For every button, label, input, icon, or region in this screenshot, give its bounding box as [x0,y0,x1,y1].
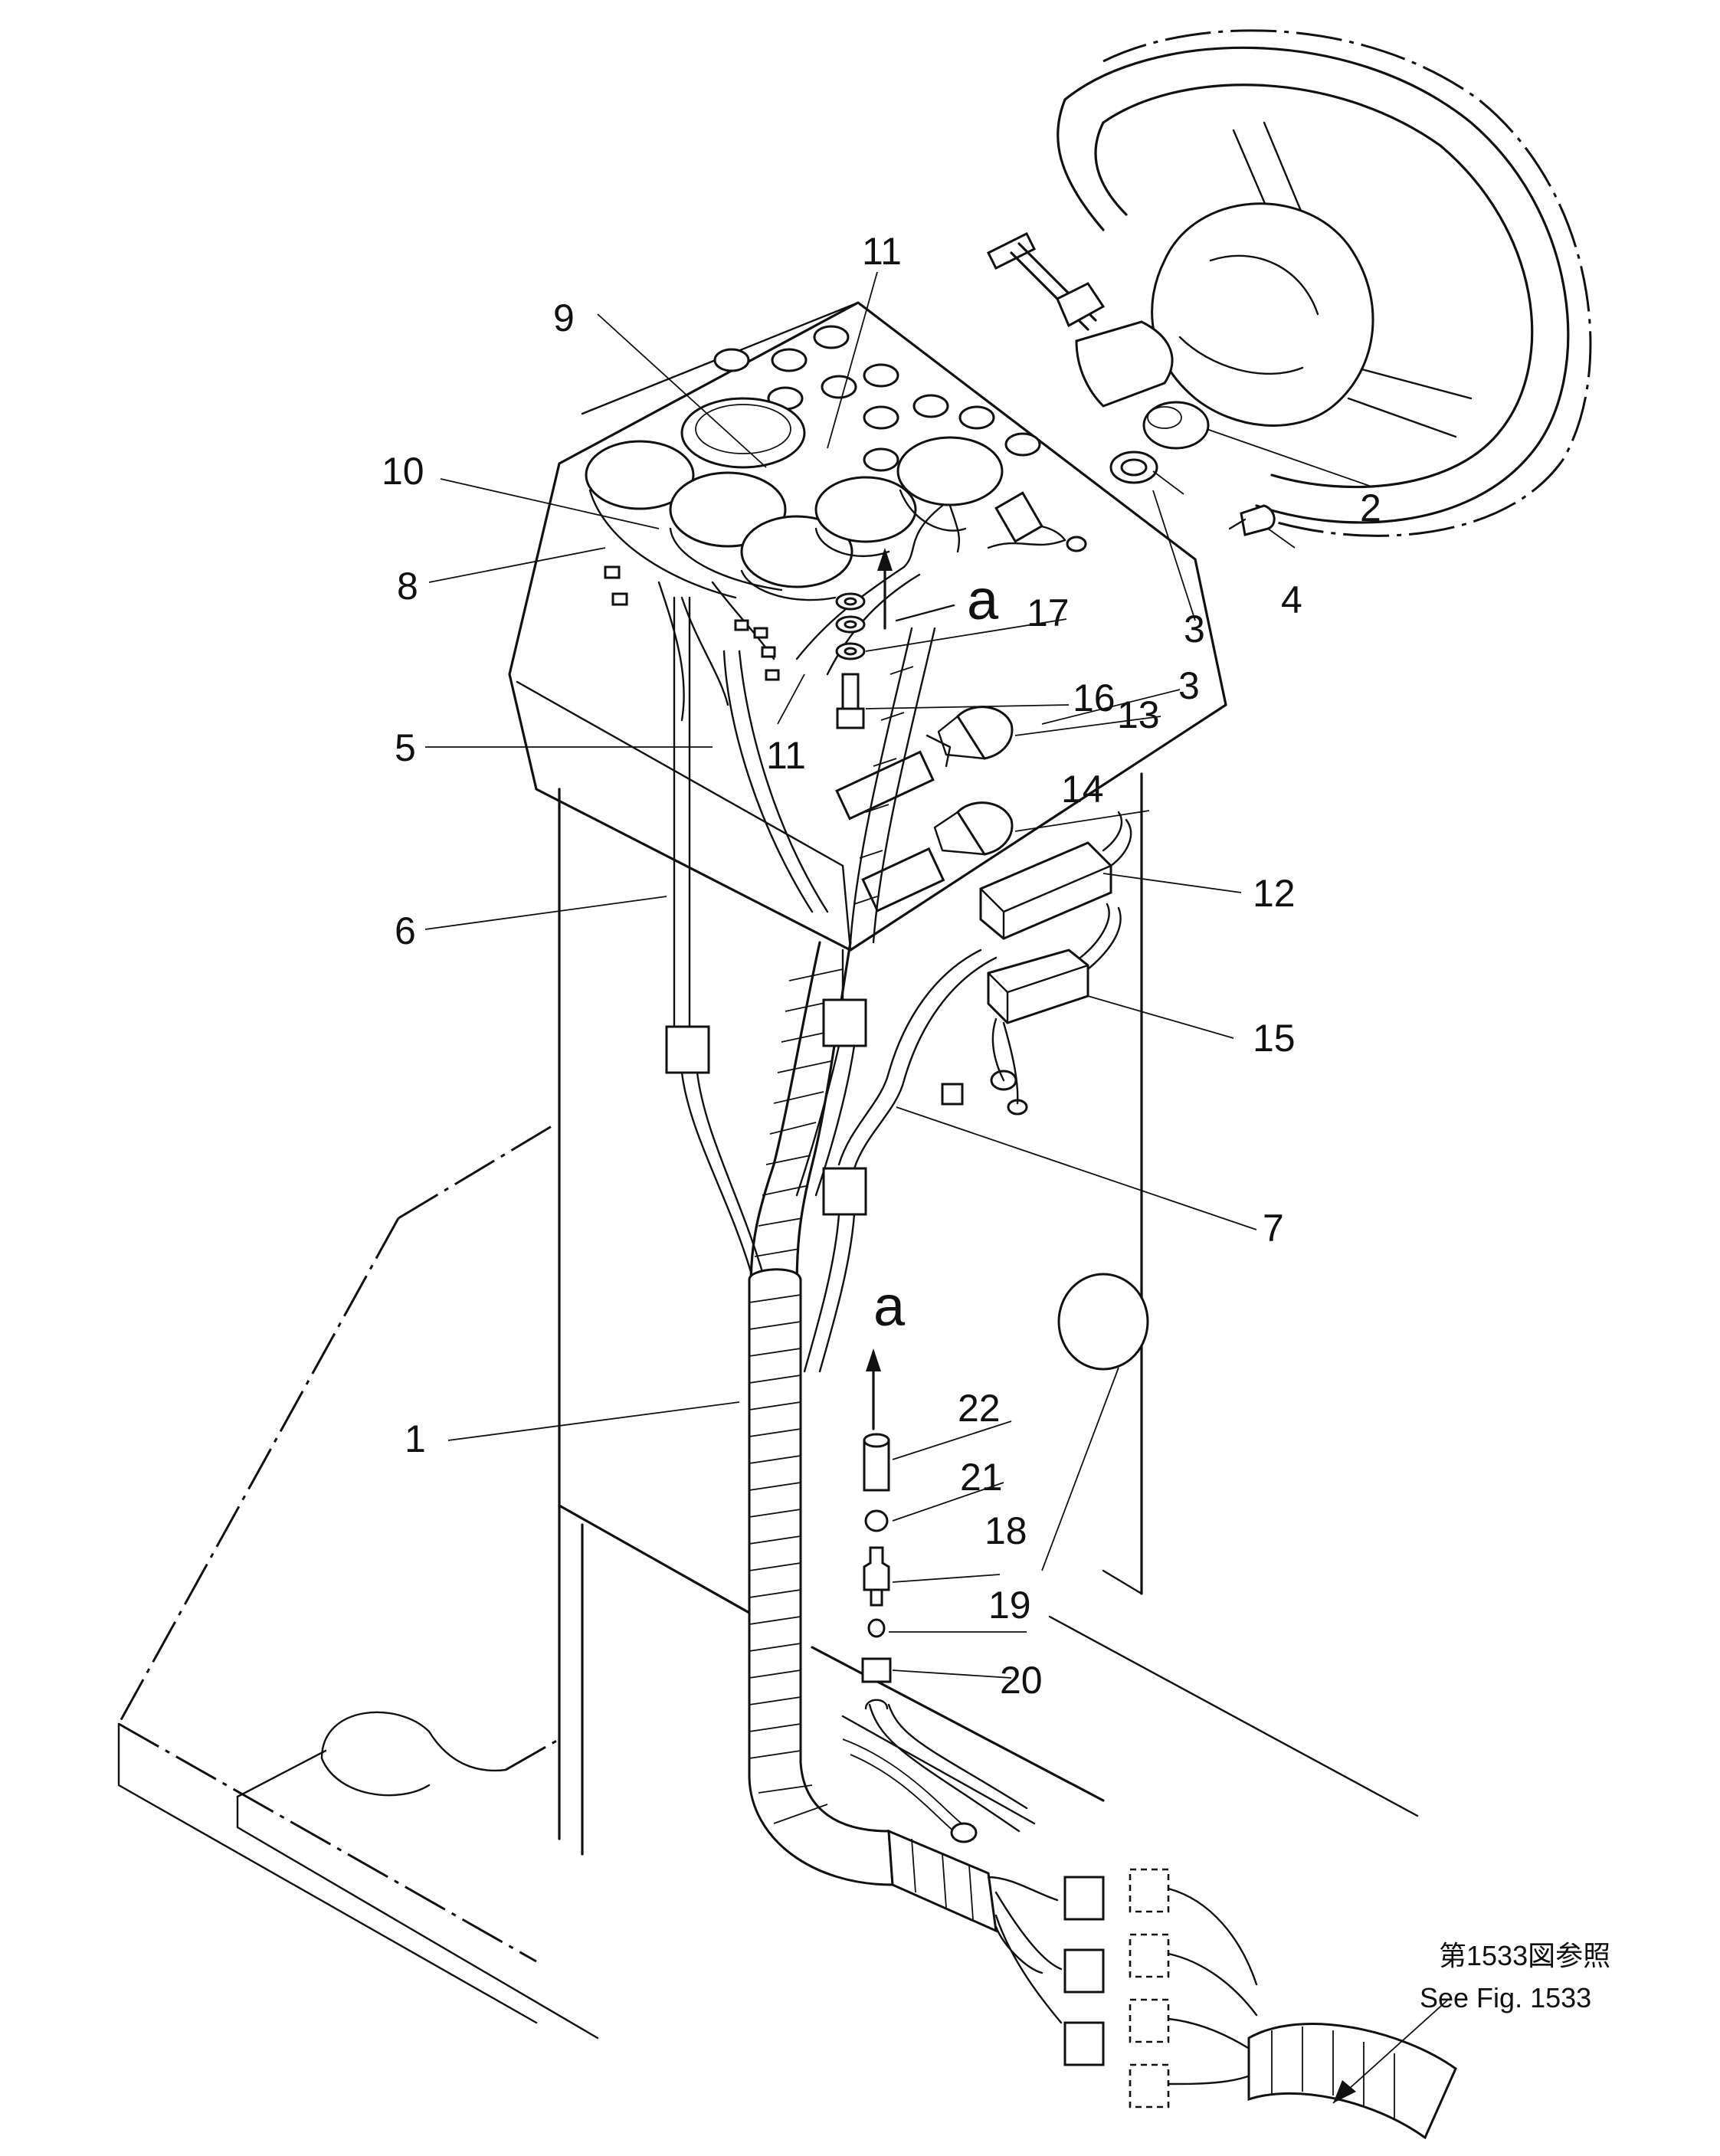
callout-2: 2 [1360,487,1381,529]
side-lamp [1057,1273,1149,1371]
callout-18: 18 [984,1509,1027,1552]
callout-8: 8 [397,565,418,608]
view-marker-top: a [967,568,999,631]
pedestal-column [558,772,1143,1856]
callout-22: 22 [958,1387,1001,1430]
callout-11-top: 11 [862,230,902,273]
callout-3-secondary: 3 [1178,664,1200,707]
combination-switch [986,231,1276,536]
callout-10: 10 [382,450,424,493]
callout-labels: 1 2 3 3 4 5 6 7 8 9 10 11 11 12 13 14 15… [382,230,1610,2013]
steering-wheel [1057,29,1592,537]
callout-5: 5 [395,726,416,769]
switches-relays [835,706,1132,1116]
gauge-cluster [585,397,1004,601]
callout-14: 14 [1061,768,1104,811]
wiring-harness [665,596,1457,2140]
callout-6: 6 [395,909,416,952]
callout-17: 17 [1027,591,1070,634]
reference-english: See Fig. 1533 [1420,1982,1591,2013]
callout-12: 12 [1253,872,1296,915]
callout-7: 7 [1263,1207,1284,1250]
callout-15: 15 [1253,1017,1296,1060]
callout-13: 13 [1117,693,1160,736]
indicator-lamps [713,325,1041,472]
callout-16: 16 [1073,677,1116,719]
reference-japanese: 第1533図参照 [1439,1940,1610,1971]
callout-11-bottom: 11 [766,734,806,777]
callout-3: 3 [1184,608,1205,650]
callout-19: 19 [988,1584,1031,1627]
leader-lines [424,271,1449,2104]
callout-20: 20 [1000,1659,1043,1702]
instrument-console [508,301,1227,952]
fittings [835,592,892,1710]
callout-1: 1 [405,1417,426,1460]
view-arrows [866,548,955,1430]
callout-4: 4 [1281,578,1302,621]
callout-9: 9 [553,297,575,339]
view-marker-bottom: a [873,1274,906,1338]
callout-21: 21 [960,1456,1003,1499]
